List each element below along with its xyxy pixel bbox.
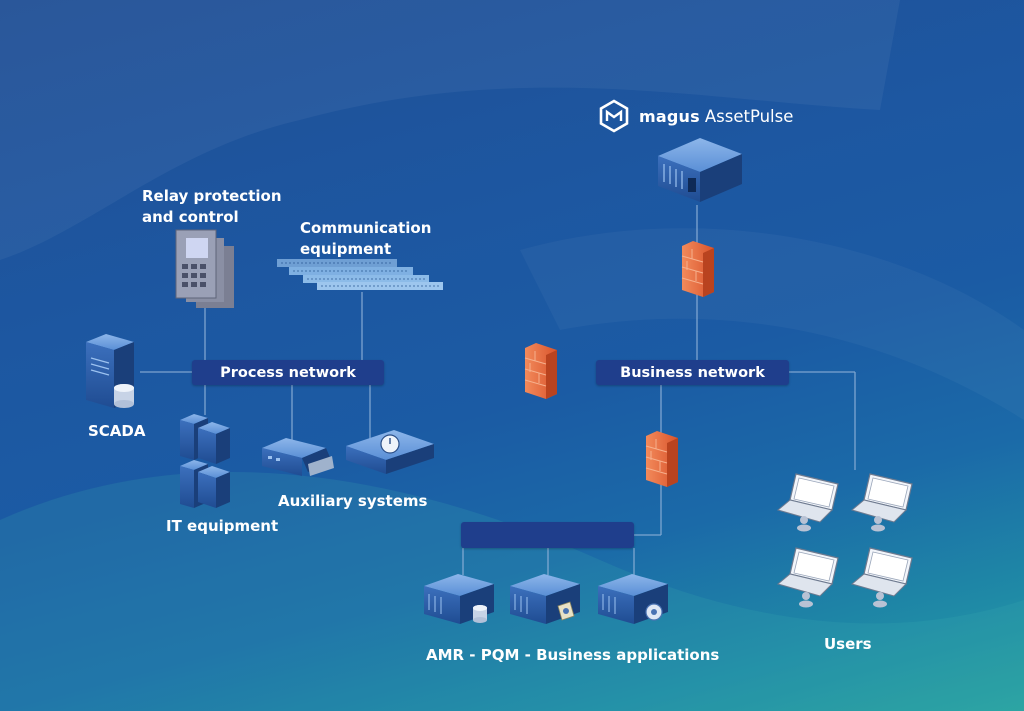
apps-label: AMR - PQM - Business applications (426, 646, 720, 664)
comm-label: Communication equipment (300, 218, 431, 260)
app-server-icon (424, 574, 494, 624)
laptop-user-icon (850, 547, 913, 608)
comm-label-line1: Communication (300, 219, 432, 237)
laptop-user-icon (850, 473, 913, 532)
logo-brand-primary: magus (639, 106, 700, 126)
auxiliary-device-icon (262, 438, 334, 476)
scada-server-icon (86, 334, 134, 408)
comm-equipment-icon (277, 259, 443, 290)
process-network-bar: Process network (192, 360, 384, 385)
aux-label: Auxiliary systems (278, 492, 428, 510)
users-label: Users (824, 635, 872, 653)
relay-label-line1: Relay protection (142, 187, 282, 205)
app-server-icon (510, 574, 580, 624)
server-rack-icon (658, 138, 742, 202)
firewall-icon (645, 431, 678, 487)
logo-hexagon-icon (599, 99, 629, 133)
business-network-bar: Business network (596, 360, 789, 385)
firewall-icon (524, 343, 557, 399)
logo-brand-secondary: AssetPulse (704, 106, 794, 126)
firewall-icon (681, 241, 714, 297)
applications-network-bar (461, 522, 634, 548)
app-server-icon (598, 574, 668, 624)
it-label: IT equipment (166, 517, 279, 535)
magus-assetpulse-logo: magus AssetPulse (598, 99, 793, 133)
comm-label-line2: equipment (300, 240, 392, 258)
scada-label: SCADA (88, 422, 146, 440)
relay-panel-icon (175, 229, 234, 308)
relay-label-line2: and control (142, 208, 239, 226)
laptop-user-icon (776, 547, 839, 608)
it-server-icon (180, 414, 230, 508)
laptop-user-icon (776, 473, 839, 532)
auxiliary-device-icon (346, 430, 434, 474)
relay-label: Relay protection and control (142, 186, 282, 228)
